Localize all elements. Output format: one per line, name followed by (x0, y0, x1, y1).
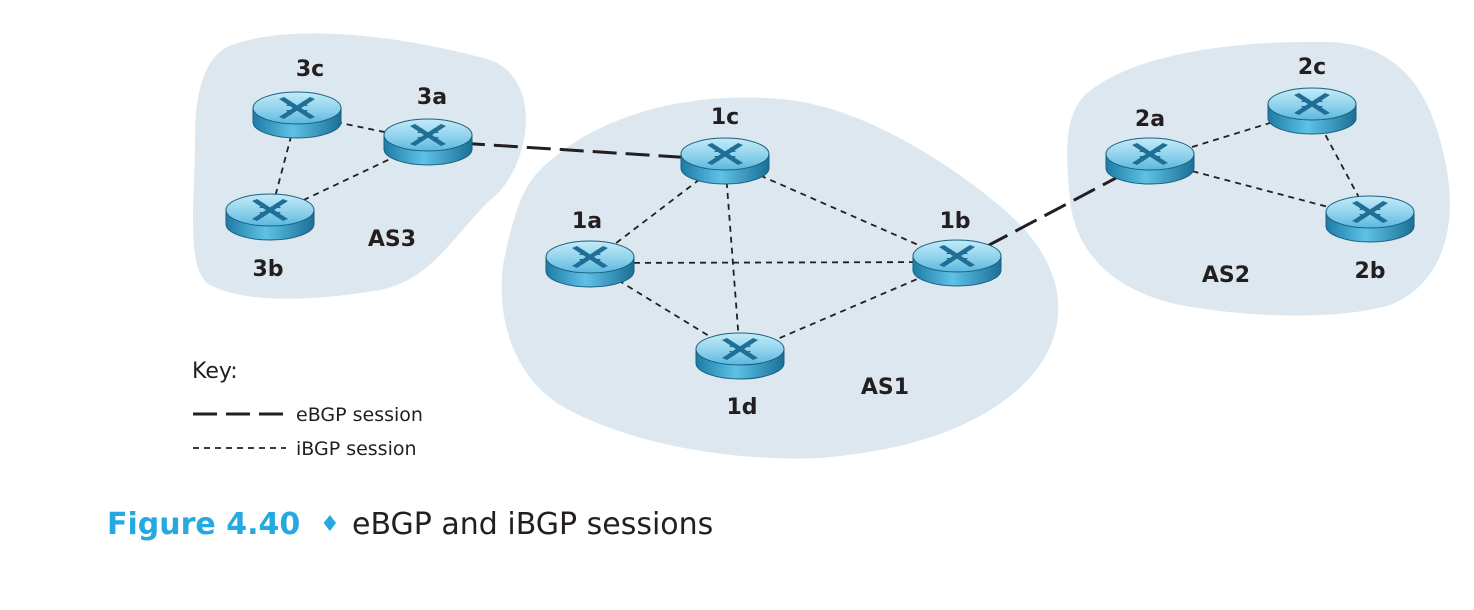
router-1b-icon (912, 239, 1002, 287)
router-label-3b: 3b (252, 257, 283, 282)
router-label-1b: 1b (939, 209, 970, 234)
router-label-1c: 1c (711, 105, 739, 130)
as-label-as3: AS3 (368, 227, 416, 252)
caption-separator: ♦ (320, 512, 340, 537)
router-3b-icon (225, 193, 315, 241)
ibgp-session-1b-1c (724, 159, 958, 263)
router-label-2a: 2a (1135, 107, 1165, 132)
router-2b-icon (1325, 195, 1415, 243)
router-label-3a: 3a (417, 85, 447, 110)
ebgp-session-3a-1c (427, 139, 726, 162)
router-3c-icon (252, 91, 342, 139)
as-label-as2: AS2 (1202, 263, 1250, 288)
as-cloud-as3 (193, 33, 526, 299)
router-label-1a: 1a (572, 209, 602, 234)
router-2a-icon (1105, 137, 1195, 185)
router-label-1d: 1d (726, 395, 757, 420)
caption-text: eBGP and iBGP sessions (352, 507, 713, 542)
router-2c-icon (1267, 87, 1357, 135)
router-label-3c: 3c (296, 57, 324, 82)
as-cloud-as1 (501, 97, 1059, 459)
router-1d-icon (695, 332, 785, 380)
key-ebgp-label: eBGP session (296, 404, 423, 426)
router-label-2c: 2c (1298, 55, 1326, 80)
router-label-2b: 2b (1354, 259, 1385, 284)
router-1c-icon (680, 137, 770, 185)
figure-caption: Figure 4.40 ♦ eBGP and iBGP sessions (107, 507, 713, 542)
key-legend: Key: eBGP session iBGP session (192, 359, 423, 460)
router-3a-icon (383, 118, 473, 166)
router-1a-icon (545, 240, 635, 288)
key-ibgp-label: iBGP session (296, 438, 417, 460)
as-label-as1: AS1 (861, 375, 909, 400)
caption-label: Figure 4.40 (107, 507, 300, 542)
routers (225, 87, 1415, 380)
key-title: Key: (192, 359, 238, 384)
